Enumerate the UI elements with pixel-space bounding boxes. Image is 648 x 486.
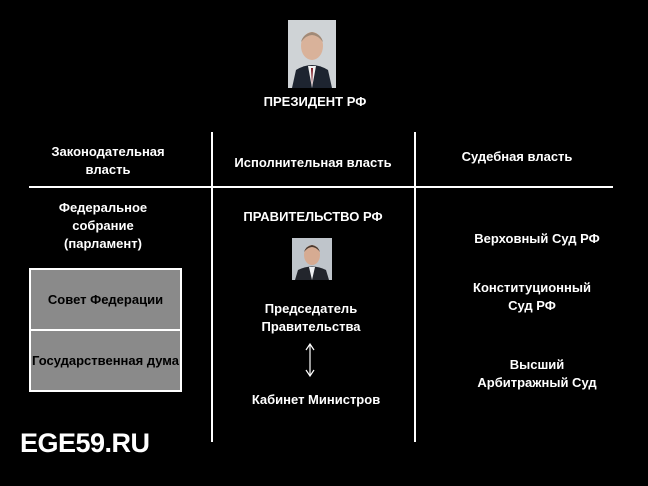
- state-duma: Государственная дума: [29, 329, 182, 392]
- legislative-header: Законодательная власть: [51, 144, 165, 177]
- president-label: ПРЕЗИДЕНТ РФ: [263, 94, 367, 109]
- federal-assembly: Федеральное собрание (парламент): [58, 200, 148, 251]
- site-watermark: EGE59.RU: [20, 428, 150, 458]
- constitutional-court: Конституционный Суд РФ: [473, 280, 591, 313]
- executive-header: Исполнительная власть: [234, 155, 392, 170]
- supreme-court: Верховный Суд РФ: [474, 231, 600, 246]
- arbitration-court: Высший Арбитражный Суд: [477, 357, 597, 390]
- header-divider: [29, 186, 613, 188]
- column-divider-left: [211, 132, 213, 442]
- double-arrow-icon: [305, 343, 315, 377]
- president-photo: [288, 20, 336, 88]
- chairman-photo: [292, 238, 332, 280]
- federation-council: Совет Федерации: [29, 268, 182, 331]
- government-label: ПРАВИТЕЛЬСТВО РФ: [243, 209, 383, 224]
- judicial-header: Судебная власть: [461, 149, 573, 164]
- column-divider-right: [414, 132, 416, 442]
- cabinet-label: Кабинет Министров: [251, 392, 381, 407]
- chairman-label: Председатель Правительства: [261, 301, 361, 334]
